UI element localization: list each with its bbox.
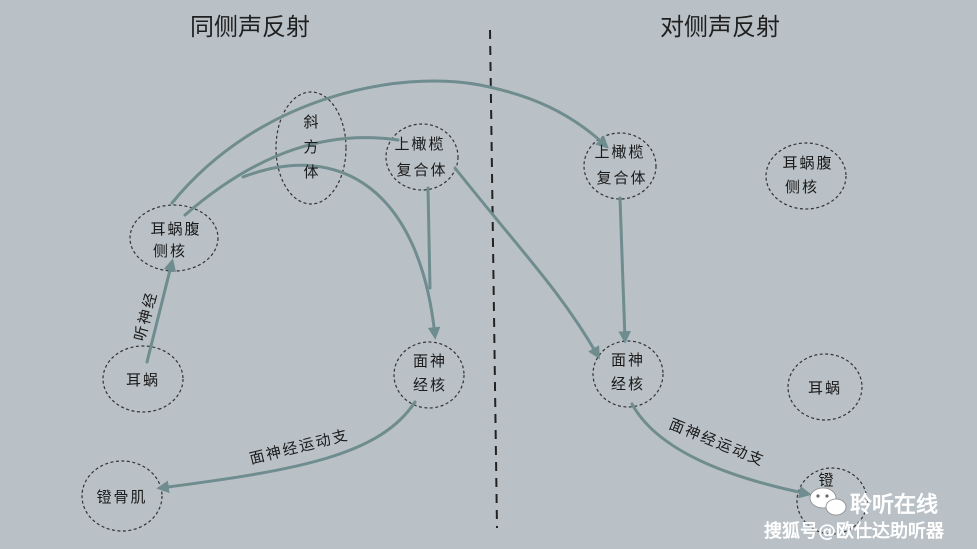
watermark: 聆听在线 搜狐号@欧仕达助听器 bbox=[764, 487, 945, 542]
label-cochlea-right: 耳蜗 bbox=[808, 379, 842, 397]
label-so-left-line2: 复合体 bbox=[396, 161, 447, 179]
label-vcn-right-line2: 侧核 bbox=[785, 178, 819, 196]
node-superior-olive-left bbox=[385, 123, 459, 191]
label-facial-right-line1: 面神 bbox=[611, 351, 645, 369]
watermark-line2: 搜狐号@欧仕达助听器 bbox=[764, 520, 945, 542]
path-cochlea-to-vcn bbox=[145, 258, 176, 364]
path-motor-branch-right bbox=[630, 402, 812, 499]
path-vcn-to-ipsilateral-so bbox=[183, 136, 400, 217]
path-so-left-to-facial-left bbox=[426, 186, 432, 290]
node-stapedius-right bbox=[796, 467, 868, 535]
label-motor-branch-right: 面神经运动支 bbox=[667, 415, 768, 470]
header-ipsilateral: 同侧声反射 bbox=[190, 13, 310, 41]
path-so-right-to-facial-right bbox=[618, 196, 631, 344]
node-cochlea-left bbox=[102, 345, 184, 413]
wechat-icon bbox=[809, 487, 847, 516]
label-cochlea-left: 耳蜗 bbox=[126, 371, 160, 389]
node-superior-olive-right bbox=[583, 132, 657, 200]
label-vcn-left-line1: 耳蜗腹 bbox=[150, 220, 201, 238]
watermark-line1: 聆听在线 bbox=[850, 492, 938, 518]
path-so-left-to-facial-right bbox=[453, 166, 600, 360]
label-so-left-line1: 上橄榄 bbox=[394, 135, 445, 153]
node-facial-nucleus-left bbox=[393, 341, 465, 409]
label-trapezoid-3: 体 bbox=[303, 163, 318, 181]
label-facial-left-line2: 经核 bbox=[413, 376, 447, 394]
node-trapezoid-body bbox=[275, 91, 347, 205]
label-motor-branch-left: 面神经运动支 bbox=[248, 426, 351, 468]
path-motor-branch-left bbox=[156, 400, 417, 494]
node-cochlea-right bbox=[787, 353, 863, 421]
label-facial-left-line1: 面神 bbox=[413, 352, 447, 370]
label-stapedius-left: 镫骨肌 bbox=[96, 488, 147, 506]
divider-line bbox=[489, 29, 498, 529]
label-trapezoid-1: 斜 bbox=[303, 113, 318, 131]
path-vcn-to-contralateral-so bbox=[170, 79, 609, 205]
header-contralateral: 对侧声反射 bbox=[660, 13, 780, 41]
label-vcn-left-line2: 侧核 bbox=[153, 242, 187, 260]
node-ventral-cochlear-nucleus-right bbox=[765, 142, 847, 210]
label-facial-right-line2: 经核 bbox=[611, 375, 645, 393]
label-so-right-line1: 上橄榄 bbox=[594, 143, 645, 161]
node-stapedius-left bbox=[81, 460, 163, 532]
path-trapezoid-to-facial-left bbox=[241, 163, 441, 340]
label-stapedius-right-partial: 镫 bbox=[818, 471, 833, 489]
node-ventral-cochlear-nucleus-left bbox=[129, 204, 219, 272]
label-trapezoid-2: 方 bbox=[303, 138, 318, 156]
label-auditory-nerve: 听神经 bbox=[130, 289, 161, 343]
label-vcn-right-line1: 耳蜗腹 bbox=[782, 154, 833, 172]
label-so-right-line2: 复合体 bbox=[596, 169, 647, 187]
